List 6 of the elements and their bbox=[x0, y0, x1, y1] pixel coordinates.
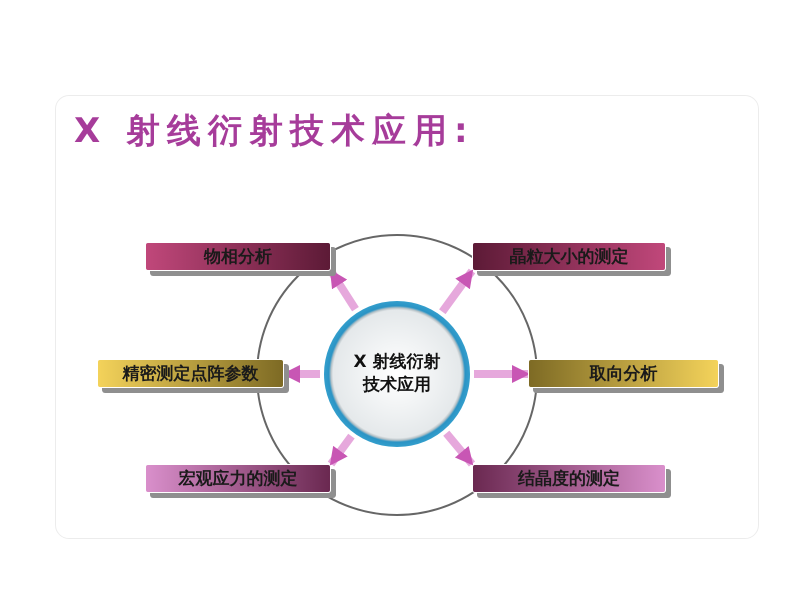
arrow bbox=[328, 434, 355, 466]
arrow bbox=[443, 430, 476, 467]
arrow bbox=[439, 268, 476, 314]
arrow bbox=[474, 365, 530, 383]
center-label: X 射线衍射技术应用 bbox=[352, 351, 442, 397]
title: X 射线衍射技术应用: bbox=[74, 110, 475, 153]
